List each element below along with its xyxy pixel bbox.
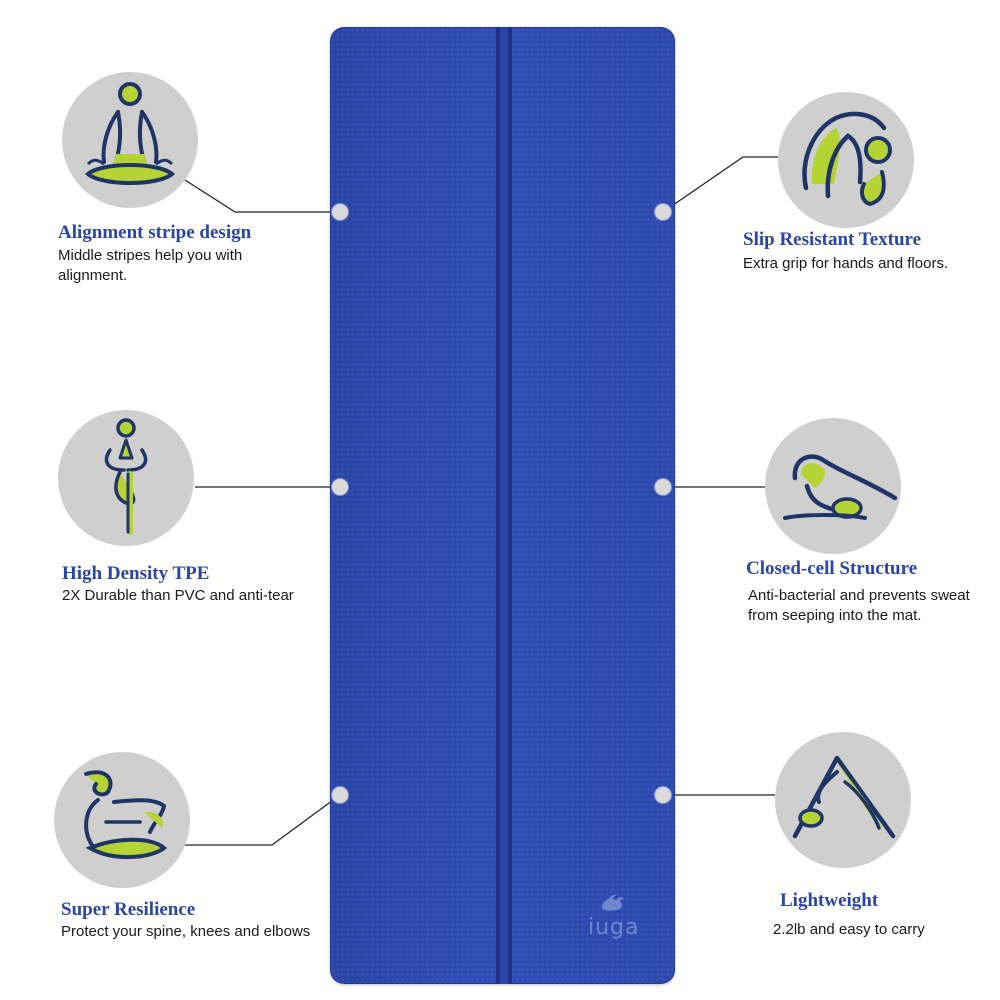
feature-description: 2.2lb and easy to carry <box>773 921 925 938</box>
feature-icon-circle <box>54 752 190 888</box>
feature-anchor-dot <box>655 479 671 495</box>
feature-title: Slip Resistant Texture <box>743 229 922 250</box>
feature-title: Closed-cell Structure <box>746 558 918 579</box>
brand-logo: iuga <box>588 892 640 940</box>
mat-center-band <box>500 27 508 984</box>
alignment-stripe-left <box>496 27 500 984</box>
feature-title: Lightweight <box>780 890 879 911</box>
feature-icon-circle <box>775 732 911 868</box>
seated-twist-pose-icon <box>84 770 168 859</box>
feature-description: 2X Durable than PVC and anti-tear <box>62 587 294 604</box>
plow-pose-icon <box>783 454 898 520</box>
feature-icon-circle <box>62 72 198 208</box>
feature-anchor-dot <box>332 787 348 803</box>
feature-anchor-dot <box>655 787 671 803</box>
feature-icon-circle <box>778 92 914 228</box>
downward-dog-pose-icon <box>792 755 896 839</box>
connector-line <box>180 794 341 846</box>
feature-description: Extra grip for hands and floors. <box>743 255 949 272</box>
connector-line <box>662 156 778 213</box>
feature-description: Middle stripes help you with alignment. <box>58 247 243 284</box>
bird-icon <box>602 894 624 911</box>
feature-description: Protect your spine, knees and elbows <box>61 923 311 940</box>
brand-name: iuga <box>588 915 640 940</box>
camel-pose-icon <box>802 111 892 207</box>
feature-title: High Density TPE <box>62 563 210 584</box>
feature-title: Super Resilience <box>61 899 196 920</box>
connector-line <box>184 179 340 213</box>
feature-icon-circle <box>765 418 901 554</box>
feature-anchor-dot <box>332 479 348 495</box>
feature-description: Anti-bacterial and prevents sweat from s… <box>748 587 970 624</box>
feature-icon-circle <box>58 410 194 546</box>
feature-anchor-dot <box>655 204 671 220</box>
feature-anchor-dot <box>332 204 348 220</box>
feature-title: Alignment stripe design <box>58 222 252 243</box>
alignment-stripe-right <box>508 27 512 984</box>
tree-pose-icon <box>104 418 148 535</box>
meditation-pose-icon <box>84 82 176 185</box>
